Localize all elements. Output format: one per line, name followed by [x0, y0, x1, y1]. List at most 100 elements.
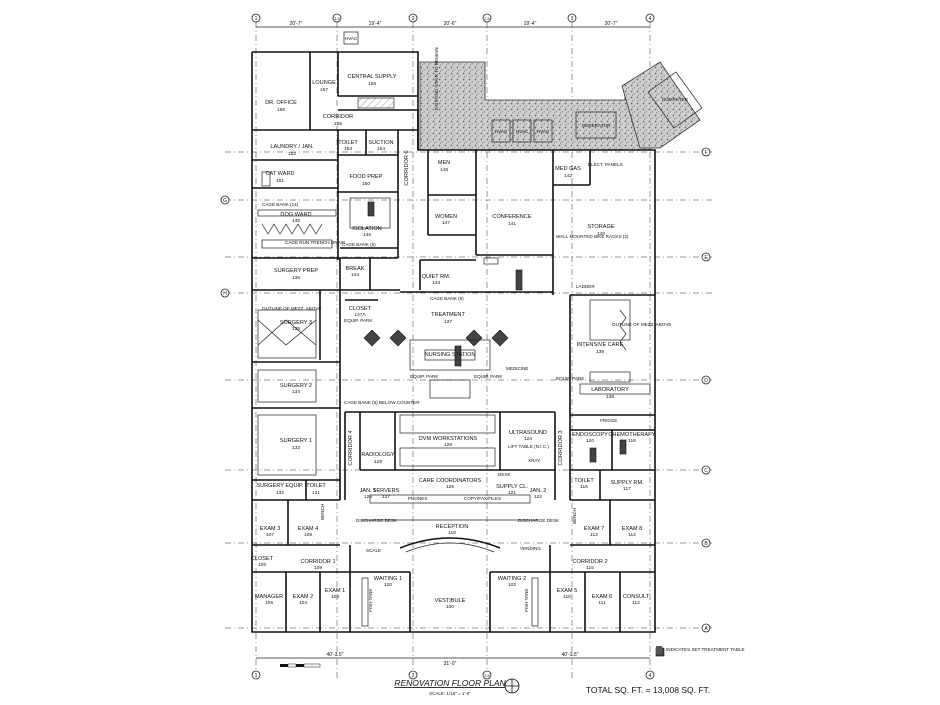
room-closet-137a-name: CLOSET: [349, 306, 372, 312]
room-closet-106-name: CLOSET: [251, 556, 274, 562]
room-surgery-1-name: SURGERY 1: [280, 438, 312, 444]
note-fish-tank-left: FISH TANK: [368, 587, 373, 612]
scale-bar: [280, 663, 321, 668]
dim-top-5: 20'-7": [605, 21, 618, 27]
room-labels: DR. OFFICE 156 LOUNGE 157 CENTRAL SUPPLY…: [251, 74, 656, 610]
room-med-gas-name: MED GAS: [555, 166, 581, 172]
room-waiting-1-name: WAITING 1: [374, 576, 402, 582]
grid-label-top-4: 4: [649, 16, 652, 22]
grid-bubbles-right: A B C D E F G H: [220, 147, 711, 633]
room-manager-num: 105: [265, 600, 273, 606]
grid-label-top-1: 1: [255, 16, 258, 22]
room-endoscopy-name: ENDOSCOPY: [572, 432, 608, 438]
note-outline-mezz-right: OUTLINE OF MEZZ. ABOVE: [612, 322, 671, 327]
grid-label-bottom-1: 1: [255, 673, 258, 679]
interior-walls: [252, 52, 655, 632]
note-cage-bank-below: CAGE BANK (6) BELOW COUNTER: [344, 400, 420, 405]
room-lounge-name: LOUNGE: [312, 80, 336, 86]
room-closet-106-num: 106: [258, 562, 266, 568]
room-laundry-num: 152: [288, 151, 296, 157]
grid-label-right-c: C: [704, 468, 708, 474]
note-cage-run: CAGE RUN TRENCH DRAIN: [285, 240, 345, 245]
room-quiet-num: 143: [432, 280, 440, 286]
room-conference-num: 141: [508, 221, 516, 227]
room-laundry-name: LAUNDRY / JAN.: [270, 144, 314, 150]
room-isolation-name: ISOLATION: [352, 226, 381, 232]
room-exam-5-name: EXAM 5: [557, 588, 578, 594]
room-dvm-num: 128: [444, 442, 452, 448]
room-chemotherapy-name: CHEMOTHERAPY: [608, 432, 656, 438]
room-lounge-num: 157: [320, 87, 328, 93]
room-corridor-2-name: CORRIDOR 2: [572, 559, 607, 565]
room-corridor-2-num: 115: [586, 565, 594, 571]
room-food-prep-name: FOOD PREP: [350, 174, 383, 180]
room-radiology-name: RADIOLOGY: [361, 452, 395, 458]
note-medicine: MEDICINE: [506, 366, 528, 371]
room-cat-ward-num: 151: [276, 178, 284, 184]
dim-top-1: 20'-7": [290, 21, 303, 27]
room-surgery-3-num: 135: [292, 326, 300, 332]
legend-text: INDICATES SET TREATMENT TABLE: [666, 647, 745, 652]
grid-label-right-f: F: [704, 150, 707, 156]
room-exam-4-name: EXAM 4: [298, 526, 319, 532]
room-reception-name: RECEPTION: [436, 524, 469, 530]
exterior-walls: [251, 51, 656, 633]
room-surgery-equip-num: 132: [276, 490, 284, 496]
room-dog-ward-name: DOG WARD: [280, 212, 311, 218]
room-care-coordinators-num: 125: [446, 484, 454, 490]
room-toilet-116-name: TOILET: [574, 478, 594, 484]
room-supply-cl-num: 121: [508, 490, 516, 496]
generator-label: GENERATOR: [582, 123, 611, 128]
room-vestibule-name: VESTIBULE: [435, 598, 466, 604]
note-elect-panels: ELECT. PANELS: [588, 162, 623, 167]
room-exam-6-num: 111: [598, 600, 606, 606]
room-exam-7-name: EXAM 7: [584, 526, 605, 532]
room-treatment-num: 137: [444, 319, 452, 325]
room-supply-rm-num: 117: [623, 486, 631, 492]
hvac-label-top: HVAC: [345, 36, 358, 41]
room-supply-rm-name: SUPPLY RM.: [610, 480, 644, 486]
bottom-dimensions: 40'-3.5" 31'-0" 40'-3.5": [256, 652, 650, 667]
room-intensive-care-num: 139: [596, 349, 604, 355]
room-reception-num: 118: [448, 530, 456, 536]
room-break-num: 144: [351, 272, 359, 278]
note-cage-bank-14: CAGE BANK (14): [262, 202, 299, 207]
room-surgery-equip-name: SURGERY EQUIP.: [256, 483, 304, 489]
room-exam-1-name: EXAM 1: [325, 588, 346, 594]
room-storage-name: STORAGE: [587, 224, 615, 230]
room-chemotherapy-num: 118: [628, 438, 636, 444]
room-toilet-116-num: 116: [580, 484, 588, 490]
legend-swatch: [656, 646, 662, 654]
room-exam-3-name: EXAM 3: [260, 526, 281, 532]
room-med-gas-num: 142: [564, 173, 572, 179]
room-endoscopy-num: 120: [586, 438, 594, 444]
note-discharge-desk-right: DISCHARGE DESK: [518, 518, 560, 523]
title-block: RENOVATION FLOOR PLAN SCALE: 1/16" = 1'-…: [280, 646, 745, 696]
note-fish-tank-right: FISH TANK: [524, 587, 529, 612]
top-dimensions: 20'-7" 19'-4" 20'-6" 19'-4" 20'-7": [256, 21, 650, 28]
room-quiet-name: QUIET RM.: [422, 274, 451, 280]
grid-label-right-b: B: [704, 541, 708, 547]
room-jan-2-name: JAN. 2: [530, 488, 547, 494]
note-ladder: LADDER: [576, 284, 595, 289]
room-servers-name: SERVERS: [373, 488, 400, 494]
grid-label-top-3: 3: [571, 16, 574, 22]
room-radiology-num: 129: [374, 459, 382, 465]
note-cage-bank-8: CAGE BANK (8): [430, 296, 464, 301]
room-dog-ward-num: 145: [292, 218, 300, 224]
room-exam-2-name: EXAM 2: [293, 594, 314, 600]
room-care-coordinators-name: CARE COORDINATORS: [419, 478, 482, 484]
room-men-name: MEN: [438, 160, 450, 166]
hvac-label-2: HVAC: [516, 129, 529, 134]
note-fridge: FRIDGE: [600, 418, 617, 423]
note-xray: XRAY: [528, 458, 540, 463]
room-consult-name: CONSULT: [623, 594, 650, 600]
room-exam-6-name: EXAM 6: [592, 594, 613, 600]
grid-label-left-g: G: [223, 198, 227, 204]
treatment-tables: [363, 269, 523, 367]
note-bench-left: BENCH: [320, 504, 325, 520]
room-exam-8-name: EXAM 8: [622, 526, 643, 532]
room-toilet-153-num: 153: [344, 146, 352, 152]
drawing-title: RENOVATION FLOOR PLAN: [394, 678, 506, 688]
note-bench-right: BENCH: [572, 508, 577, 524]
